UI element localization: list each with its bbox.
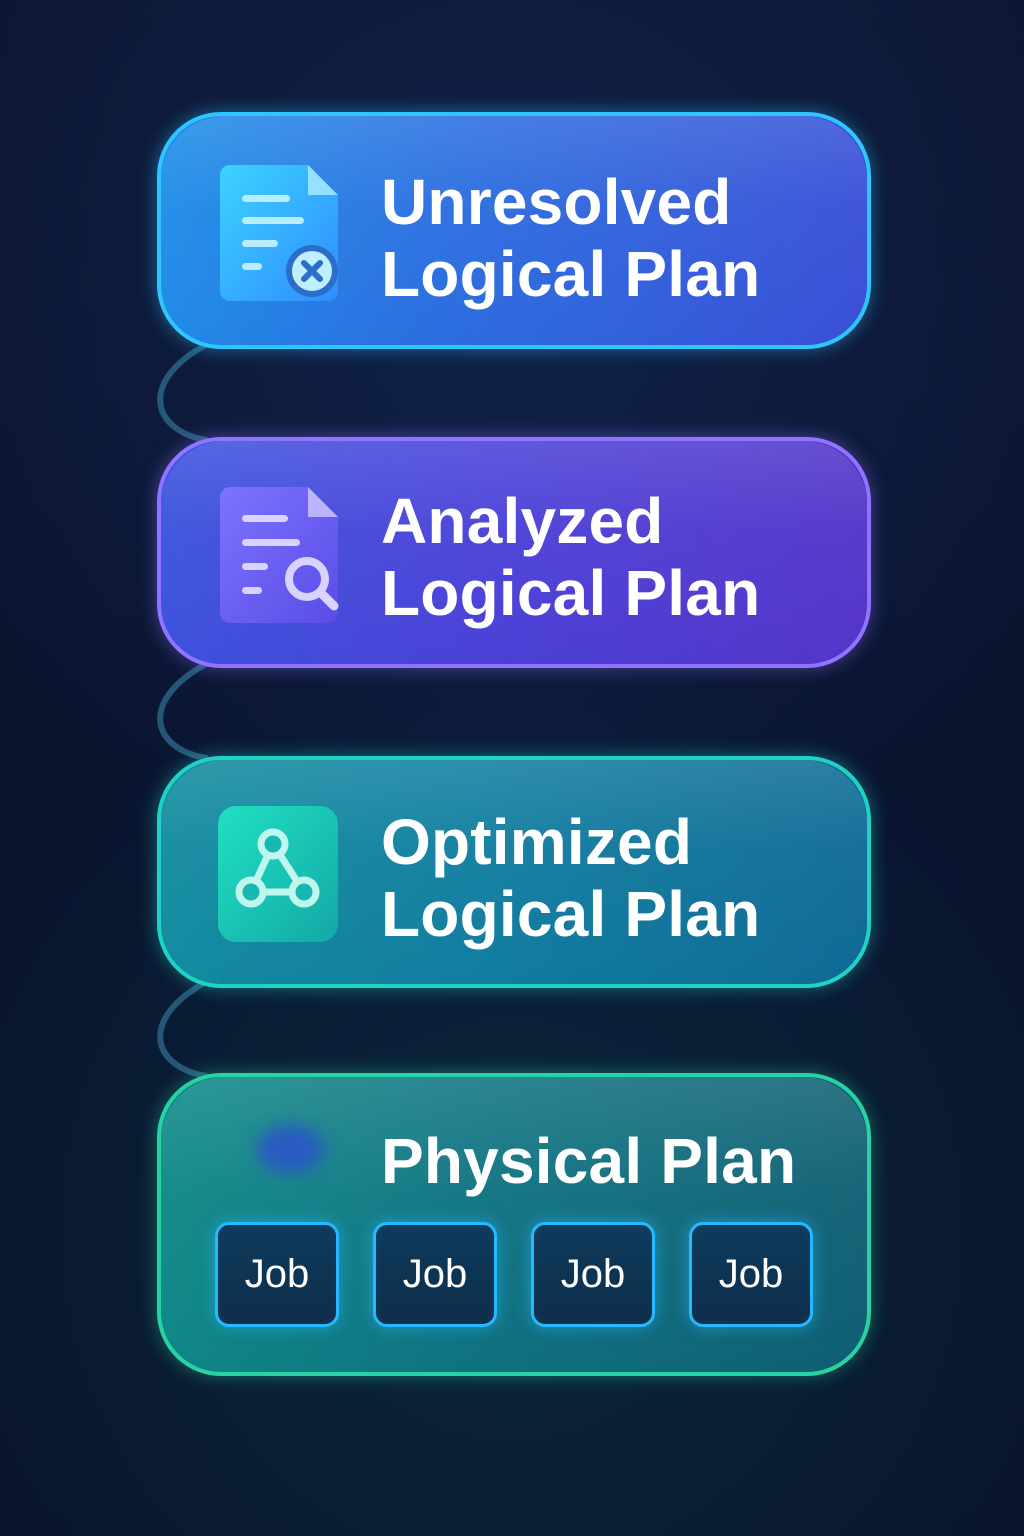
stage-title: Unresolved Logical Plan — [381, 166, 760, 310]
blurred-icon — [228, 1111, 338, 1181]
stage-title-line-1: Unresolved — [381, 166, 732, 238]
connector-1 — [157, 342, 209, 443]
stage-title-line-1: Optimized — [381, 806, 693, 878]
job-box: Job — [373, 1222, 497, 1327]
stage-title: Physical Plan — [381, 1125, 796, 1197]
connector-3 — [157, 979, 209, 1079]
stage-unresolved-logical-plan: Unresolved Logical Plan — [157, 112, 871, 349]
job-box: Job — [215, 1222, 339, 1327]
stage-analyzed-logical-plan: Analyzed Logical Plan — [157, 437, 871, 668]
stage-title-line-1: Analyzed — [381, 485, 664, 557]
job-box: Job — [689, 1222, 813, 1327]
stage-title-line-1: Physical Plan — [381, 1125, 797, 1197]
stage-title-line-2: Logical Plan — [381, 557, 761, 629]
stage-optimized-logical-plan: Optimized Logical Plan — [157, 756, 871, 988]
document-search-icon — [220, 487, 340, 623]
document-error-icon — [220, 165, 340, 301]
graph-icon — [218, 806, 338, 942]
job-box: Job — [531, 1222, 655, 1327]
job-list: Job Job Job Job — [215, 1222, 813, 1327]
stage-title: Analyzed Logical Plan — [381, 485, 760, 629]
stage-physical-plan: Physical Plan Job Job Job Job — [157, 1073, 871, 1376]
stage-title: Optimized Logical Plan — [381, 806, 760, 950]
stage-title-line-2: Logical Plan — [381, 878, 761, 950]
stage-title-line-2: Logical Plan — [381, 238, 761, 310]
connector-2 — [157, 661, 209, 761]
